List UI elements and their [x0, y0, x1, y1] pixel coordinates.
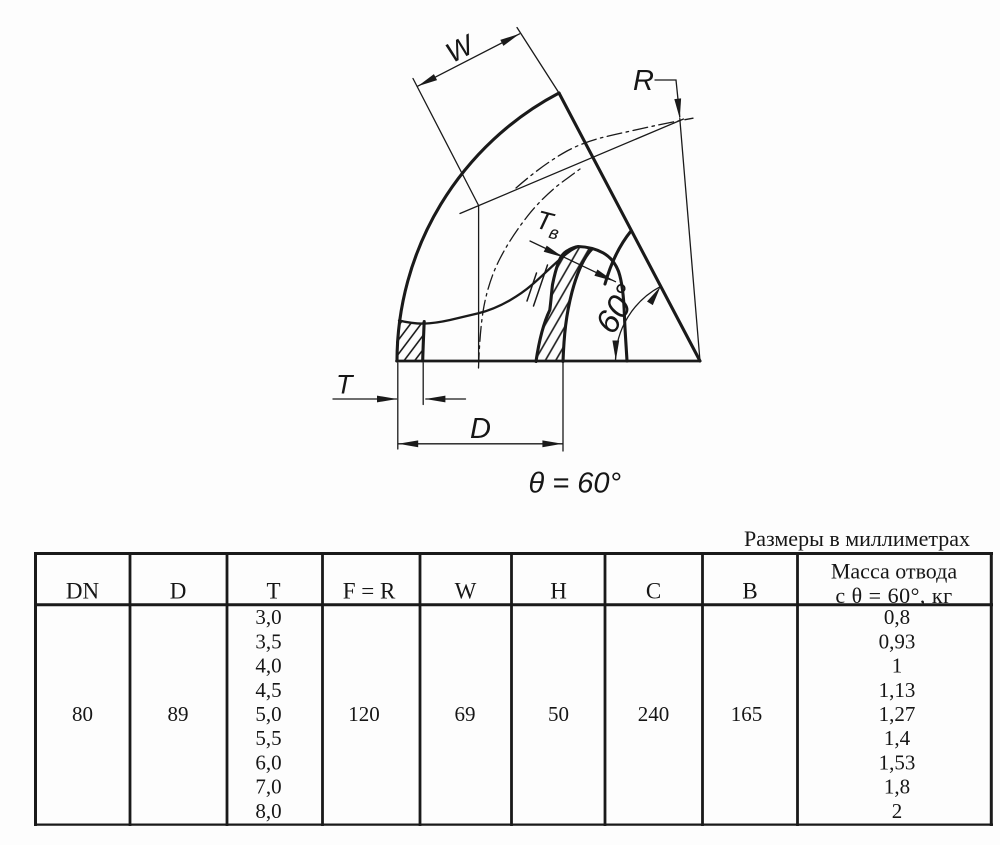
- svg-text:240: 240: [638, 702, 670, 726]
- svg-text:θ = 60°: θ = 60°: [529, 468, 622, 500]
- svg-text:D: D: [470, 413, 491, 445]
- svg-text:Размеры в миллиметрах: Размеры в миллиметрах: [744, 526, 970, 551]
- svg-text:4,5: 4,5: [255, 678, 281, 702]
- svg-text:60°: 60°: [588, 278, 646, 340]
- svg-text:0,8: 0,8: [884, 605, 910, 629]
- svg-text:1,13: 1,13: [879, 678, 916, 702]
- svg-text:1,53: 1,53: [879, 750, 916, 774]
- svg-text:B: B: [742, 579, 757, 604]
- svg-text:2: 2: [892, 799, 903, 823]
- svg-text:120: 120: [348, 702, 380, 726]
- svg-text:6,0: 6,0: [255, 750, 281, 774]
- svg-text:0,93: 0,93: [879, 629, 916, 653]
- svg-text:3,5: 3,5: [255, 629, 281, 653]
- svg-text:C: C: [646, 579, 661, 604]
- svg-text:T: T: [336, 370, 355, 400]
- svg-text:8,0: 8,0: [255, 799, 281, 823]
- svg-text:DN: DN: [66, 579, 100, 604]
- svg-text:7,0: 7,0: [255, 775, 281, 799]
- svg-text:R: R: [633, 65, 654, 97]
- svg-text:D: D: [170, 579, 187, 604]
- svg-text:5,5: 5,5: [255, 726, 281, 750]
- svg-text:1,27: 1,27: [879, 702, 916, 726]
- svg-text:в: в: [547, 222, 561, 244]
- svg-text:W: W: [455, 579, 477, 604]
- svg-text:50: 50: [548, 702, 569, 726]
- svg-text:3,0: 3,0: [255, 605, 281, 629]
- svg-text:5,0: 5,0: [255, 702, 281, 726]
- svg-text:69: 69: [455, 702, 476, 726]
- svg-text:H: H: [550, 579, 567, 604]
- svg-text:Масса отвода: Масса отвода: [831, 559, 958, 584]
- svg-text:1: 1: [892, 654, 903, 678]
- svg-text:1,8: 1,8: [884, 775, 910, 799]
- svg-text:4,0: 4,0: [255, 654, 281, 678]
- svg-text:F = R: F = R: [343, 579, 396, 604]
- svg-text:165: 165: [731, 702, 763, 726]
- svg-text:T: T: [266, 579, 280, 604]
- svg-text:1,4: 1,4: [884, 726, 911, 750]
- svg-text:89: 89: [168, 702, 189, 726]
- svg-text:W: W: [441, 28, 481, 69]
- svg-text:80: 80: [72, 702, 93, 726]
